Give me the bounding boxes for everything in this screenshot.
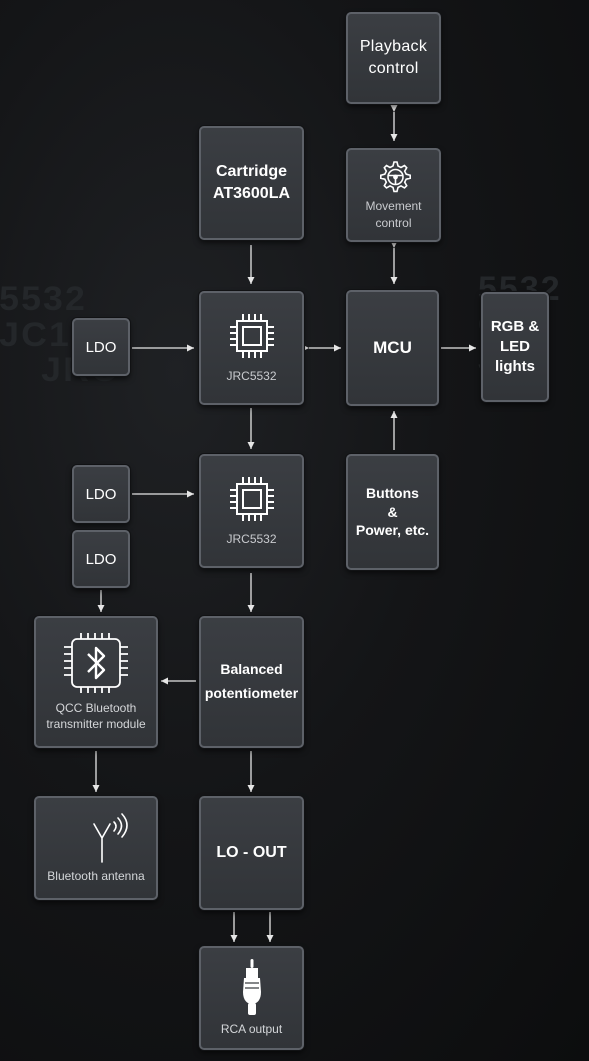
jrc5532-label: JRC5532 bbox=[226, 531, 277, 546]
balanced-line2: potentiometer bbox=[204, 685, 299, 701]
qcc-bluetooth-block: QCC Bluetooth transmitter module bbox=[34, 616, 158, 748]
buttons-line3: Power, etc. bbox=[355, 522, 430, 539]
rgb-line3: lights bbox=[495, 358, 535, 376]
rca-output-block: RCA output bbox=[199, 946, 304, 1050]
playback-control-block: Playback control bbox=[346, 12, 441, 104]
qcc-line2: transmitter module bbox=[46, 717, 146, 731]
ldo-label: LDO bbox=[85, 338, 117, 356]
movement-control-block: Movement control bbox=[346, 148, 441, 242]
ldo-label: LDO bbox=[85, 485, 117, 503]
gear-steering-icon bbox=[375, 159, 413, 195]
movement-control-label: Movement control bbox=[365, 199, 422, 230]
chip-icon bbox=[228, 312, 276, 360]
cartridge-line2: AT3600LA bbox=[212, 185, 291, 202]
antenna-icon bbox=[88, 812, 132, 864]
balanced-line1: Balanced bbox=[220, 661, 283, 678]
lo-out-block: LO - OUT bbox=[199, 796, 304, 910]
qcc-line1: QCC Bluetooth bbox=[55, 700, 137, 715]
ldo-block-1: LDO bbox=[72, 318, 130, 376]
buttons-line1: Buttons bbox=[366, 484, 419, 501]
mcu-label: MCU bbox=[373, 337, 412, 357]
chip-icon bbox=[228, 475, 276, 523]
jrc5532-block-2: JRC5532 bbox=[199, 454, 304, 568]
cartridge-line1: Cartridge bbox=[215, 163, 288, 181]
bluetooth-chip-icon bbox=[61, 632, 131, 694]
cartridge-block: Cartridge AT3600LA bbox=[199, 126, 304, 240]
buttons-power-block: Buttons & Power, etc. bbox=[346, 454, 439, 570]
balanced-potentiometer-block: Balanced potentiometer bbox=[199, 616, 304, 748]
ldo-block-3: LDO bbox=[72, 530, 130, 588]
antenna-label: Bluetooth antenna bbox=[47, 868, 145, 883]
rca-output-label: RCA output bbox=[220, 1021, 283, 1036]
mcu-block: MCU bbox=[346, 290, 439, 406]
lo-out-label: LO - OUT bbox=[216, 844, 287, 862]
jrc5532-label: JRC5532 bbox=[226, 368, 277, 383]
jrc5532-block-1: JRC5532 bbox=[199, 291, 304, 405]
ldo-label: LDO bbox=[85, 550, 117, 568]
bluetooth-antenna-block: Bluetooth antenna bbox=[34, 796, 158, 900]
playback-control-label: Playback control bbox=[359, 38, 428, 77]
buttons-line2: & bbox=[387, 503, 398, 520]
rca-plug-icon bbox=[240, 958, 264, 1015]
rgb-line1: RGB & bbox=[490, 317, 540, 335]
bg-line: 5532 bbox=[0, 280, 87, 318]
rgb-line2: LED bbox=[500, 337, 530, 355]
ldo-block-2: LDO bbox=[72, 465, 130, 523]
rgb-led-block: RGB & LED lights bbox=[481, 292, 549, 402]
